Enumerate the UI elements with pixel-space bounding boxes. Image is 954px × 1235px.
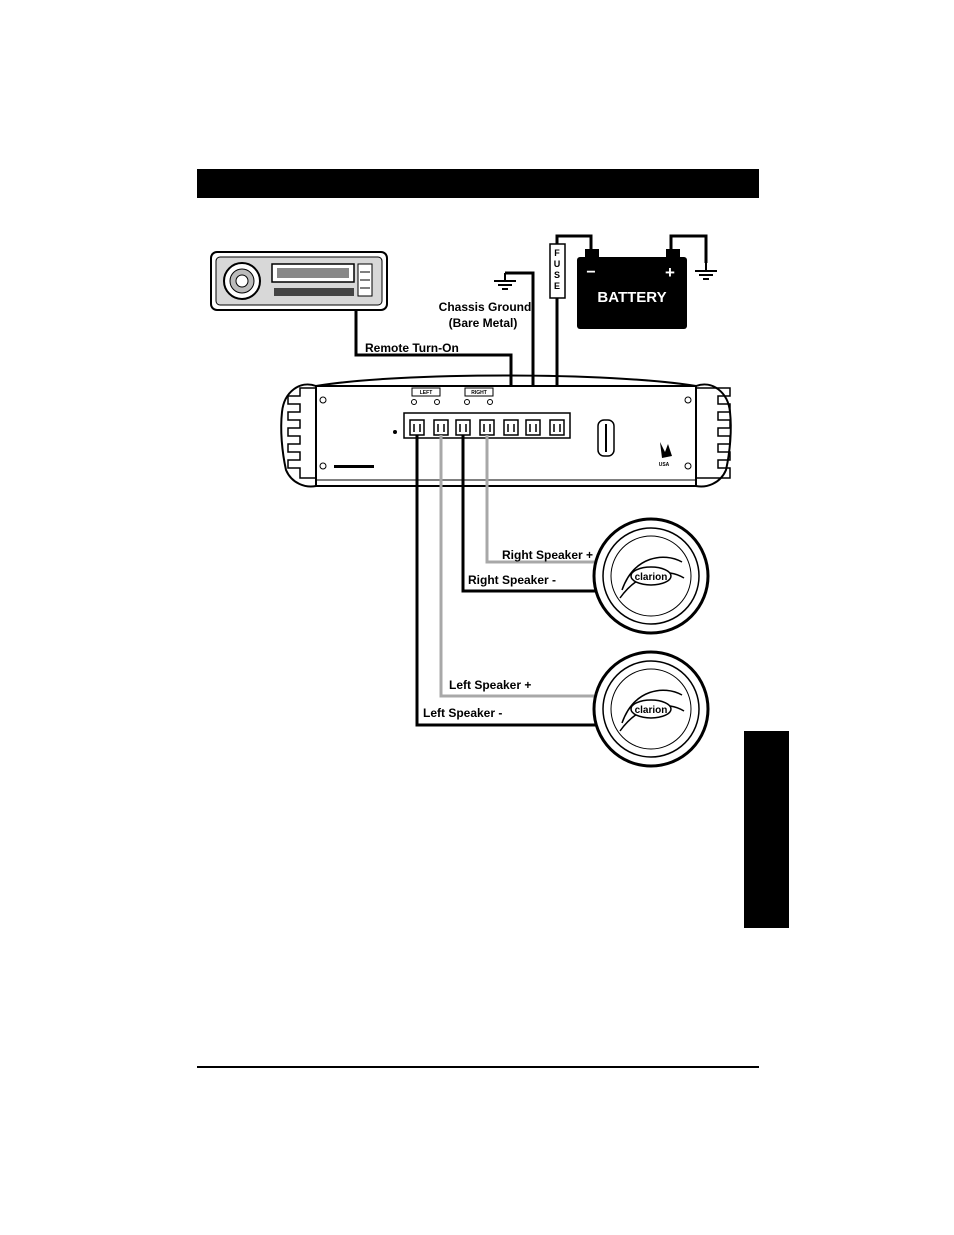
fuse: F U S E — [550, 244, 565, 298]
chassis-ground-label: Chassis Ground — [439, 300, 532, 314]
amplifier: LEFT RIGHT USA — [281, 376, 731, 487]
svg-text:E: E — [554, 281, 560, 291]
left-speaker-brand: clarion — [635, 705, 668, 716]
right-speaker-plus-label: Right Speaker + — [502, 548, 593, 562]
amp-right-label: RIGHT — [471, 390, 487, 396]
left-speaker-minus-label: Left Speaker - — [423, 706, 502, 720]
svg-text:S: S — [554, 270, 560, 280]
right-speaker: clarion — [594, 519, 708, 633]
bare-metal-label: (Bare Metal) — [449, 316, 518, 330]
remote-turn-on-label: Remote Turn-On — [365, 341, 459, 355]
svg-text:U: U — [554, 259, 561, 269]
amp-usa-label: USA — [659, 462, 670, 468]
battery-minus: − — [586, 264, 595, 281]
amp-left-label: LEFT — [420, 390, 433, 396]
head-unit — [211, 252, 387, 310]
chassis-ground-symbol — [494, 273, 516, 289]
right-speaker-minus-label: Right Speaker - — [468, 573, 556, 587]
left-speaker: clarion — [594, 652, 708, 766]
battery-plus: + — [665, 263, 675, 282]
battery: BATTERY − + — [577, 249, 687, 329]
svg-text:F: F — [554, 248, 560, 258]
right-speaker-brand: clarion — [635, 572, 668, 583]
battery-label: BATTERY — [597, 289, 666, 306]
left-speaker-plus-label: Left Speaker + — [449, 678, 531, 692]
battery-ground-symbol — [695, 263, 717, 279]
